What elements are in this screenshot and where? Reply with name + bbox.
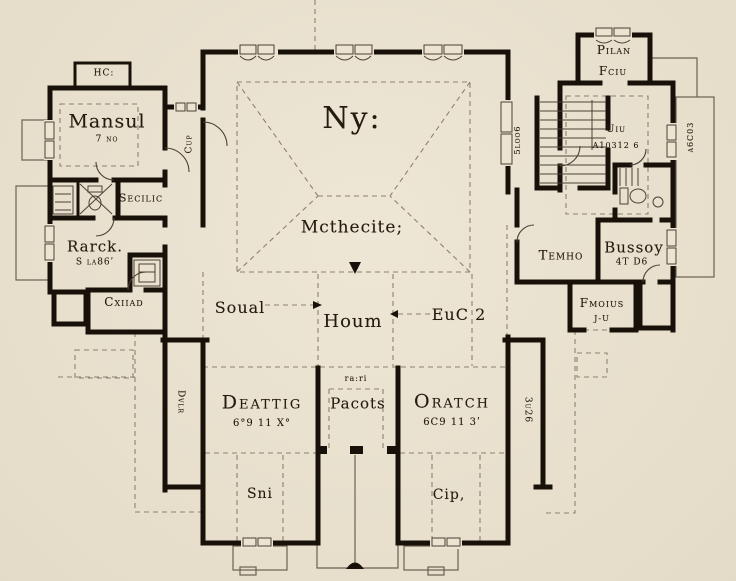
window-cuts (44, 30, 678, 549)
room-label-u26: 3u26 (522, 396, 533, 424)
bathroom-fixtures (52, 168, 664, 287)
room-label-cup: Cup (184, 134, 195, 154)
room-label-bussoy: Bussoy (604, 238, 664, 257)
room-label-cxiiad: Cxiiad (104, 295, 144, 309)
room-small-pacots: ra:ri (344, 374, 368, 383)
room-dim-fmoius: J-U (594, 314, 610, 323)
room-dim-deattig: 6°9 11 X° (233, 418, 291, 429)
room-label-soual: Soual (214, 298, 266, 317)
room-label-sni: Sni (246, 486, 274, 502)
plan-title: Ny: (322, 101, 382, 136)
room-label-fciu: Fciu (598, 64, 628, 78)
room-label-secilic: Secilic (118, 191, 164, 205)
hall-center-marker (349, 262, 361, 274)
room-label-pacots: Pacots (330, 394, 386, 413)
room-label-temho: Temho (538, 248, 584, 264)
room-label-fmoius: Fmoius (579, 296, 625, 310)
room-label-euc2: EuC 2 (431, 305, 487, 324)
room-dim-rarck: S la86ʹ (75, 257, 115, 268)
stairs-symbol (540, 100, 606, 184)
dashed-lines-layer (58, 0, 649, 541)
door-caps (313, 262, 398, 569)
room-label-hc: HC: (93, 68, 115, 79)
room-label-cip: Cip, (432, 487, 466, 503)
window-symbols (44, 27, 677, 547)
room-label-deattig: Deattig (221, 391, 303, 414)
room-label-mansul: Mansul (68, 110, 146, 133)
room-label-oratch: Oratch (414, 390, 490, 413)
room-dim-oratch: 6C9 11 3ʹ (423, 417, 481, 428)
room-label-uiu: Uiu (605, 124, 627, 135)
room-label-floo: 5loo6 (513, 125, 522, 155)
plan-subtitle: Mcthecite; (300, 217, 404, 238)
entry-arrow (346, 562, 364, 569)
room-dim-mansul: 7 no (95, 134, 119, 145)
room-label-rarck: Rarck. (66, 237, 124, 256)
room-label-pilan: Pilan (596, 43, 632, 57)
room-label-houm: Houm (323, 311, 383, 332)
interior-walls-layer (73, 61, 132, 220)
room-dim-uiu: A10312 6 (592, 141, 640, 150)
door-arcs (95, 121, 661, 291)
room-dim-bussoy: 4T D6 (615, 257, 649, 268)
room-label-agc03: a6C03 (686, 121, 695, 153)
room-label-dvlr: Dvlr (175, 389, 186, 415)
